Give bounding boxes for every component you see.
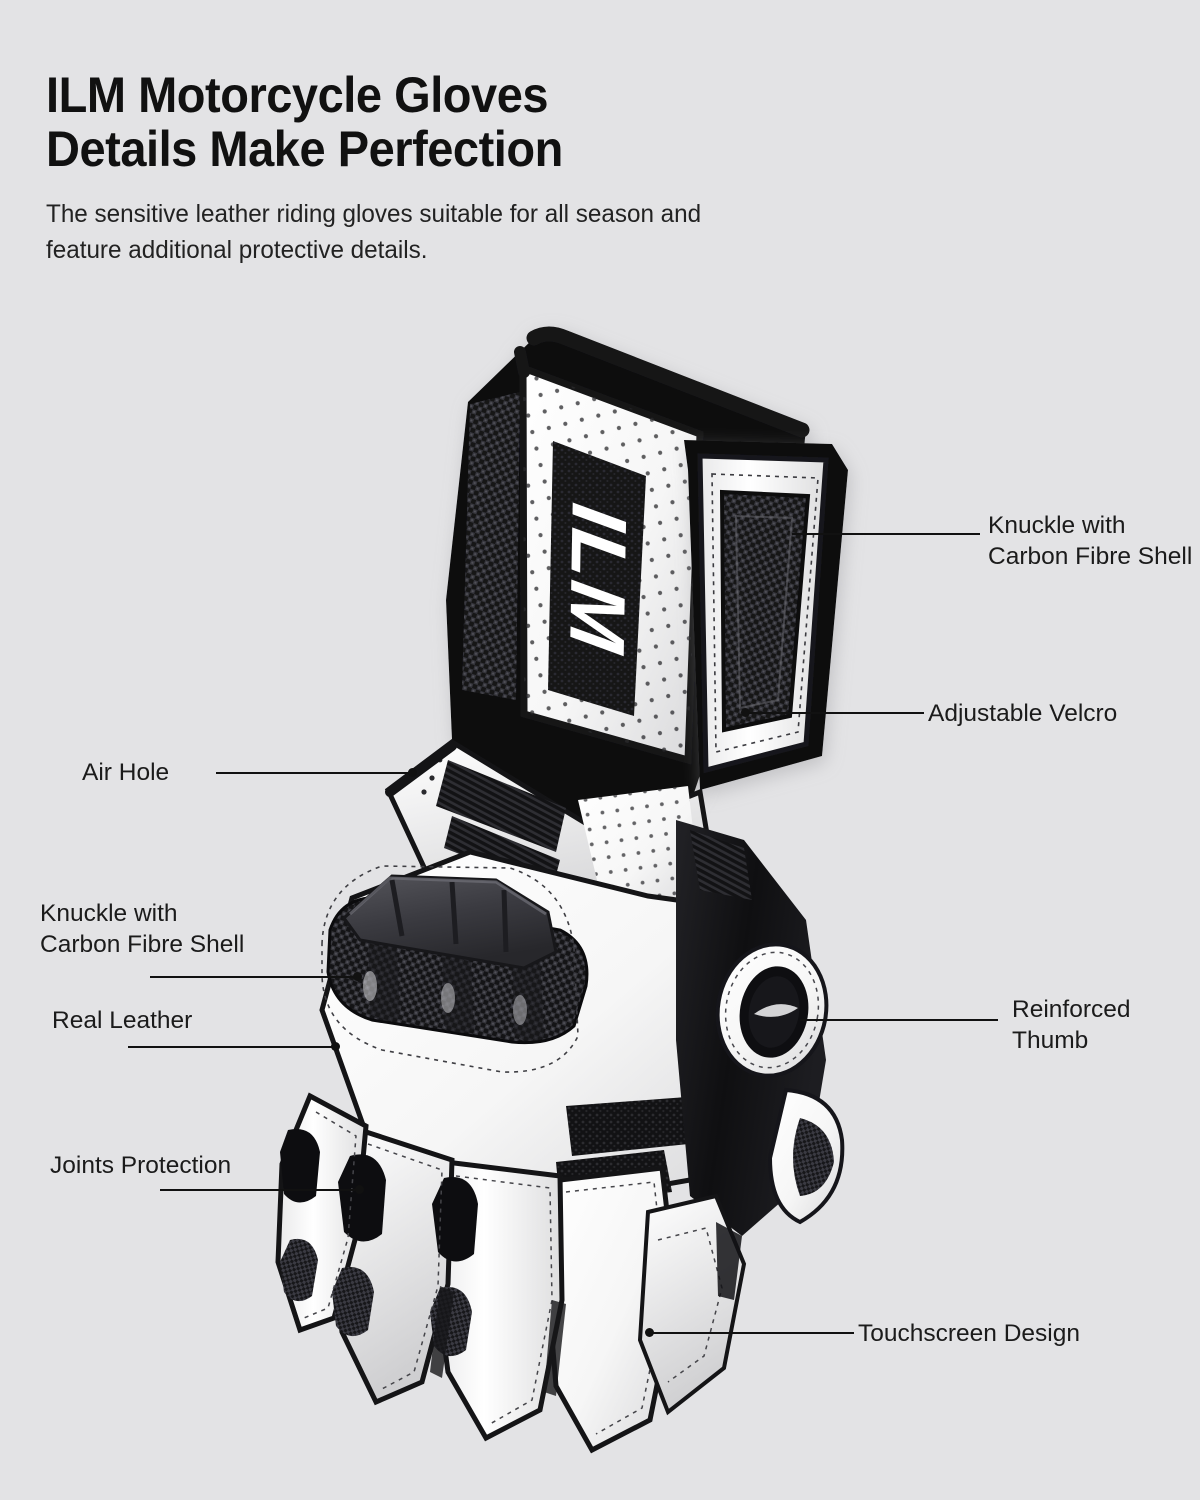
leader-line-reinforced-thumb xyxy=(800,1019,998,1021)
callout-air-hole: Air Hole xyxy=(82,757,169,788)
cuff-carbon-panel xyxy=(462,392,520,700)
air-hole-dot xyxy=(421,789,427,795)
leader-line-adjustable-velcro xyxy=(748,712,924,714)
joints-protection-inserts xyxy=(280,1128,478,1357)
callout-label: Adjustable Velcro xyxy=(928,698,1117,729)
header: ILM Motorcycle Gloves Details Make Perfe… xyxy=(46,68,1046,269)
callout-label: Knuckle with Carbon Fibre Shell xyxy=(988,510,1192,573)
thumb-rib-panel xyxy=(690,830,752,900)
hand-black-gusset xyxy=(566,1096,708,1156)
page-subtitle: The sensitive leather riding gloves suit… xyxy=(46,196,1016,269)
svg-text:ILM: ILM xyxy=(553,498,643,659)
velcro-carbon-highlight xyxy=(734,514,794,710)
adjustable-velcro-flap xyxy=(684,440,848,790)
callout-label-line-1: Knuckle with xyxy=(988,512,1126,539)
leader-dot-real-leather xyxy=(331,1042,340,1051)
callout-touchscreen-design: Touchscreen Design xyxy=(858,1318,1080,1349)
callout-label-line-1: Air Hole xyxy=(82,759,170,786)
velcro-stitching xyxy=(711,473,819,754)
ilm-badge-panel xyxy=(548,441,646,716)
glove-palm-edge xyxy=(637,1193,747,1416)
leader-line-real-leather xyxy=(128,1046,336,1048)
glove-thumb xyxy=(676,820,845,1236)
callout-label-line-2: Thumb xyxy=(1012,1027,1089,1055)
touchscreen-fingertip xyxy=(637,1193,747,1416)
callout-label-line-1: Reinforced xyxy=(1012,996,1131,1023)
leader-dot-touchscreen-design xyxy=(645,1328,654,1337)
fingertip-edge-shadow xyxy=(716,1222,742,1300)
leader-dot-knuckle-carbon-left xyxy=(353,972,362,981)
callout-label: Reinforced Thumb xyxy=(1012,994,1130,1057)
leader-dot-joints-protection xyxy=(355,1185,364,1194)
thumb-tip-carbon xyxy=(793,1118,834,1196)
callout-joints-protection: Joints Protection xyxy=(50,1150,231,1181)
finger-gap xyxy=(544,1300,566,1396)
page-title: ILM Motorcycle Gloves Details Make Perfe… xyxy=(46,68,986,176)
page-subtitle-line-1: The sensitive leather riding gloves suit… xyxy=(46,200,702,228)
cuff-top-piping xyxy=(526,326,810,438)
callout-label-line-1: Adjustable Velcro xyxy=(928,700,1118,727)
callout-label: Joints Protection xyxy=(50,1150,231,1181)
wrist-elastic-band xyxy=(436,760,566,852)
page-title-line-1: ILM Motorcycle Gloves xyxy=(46,67,549,123)
leader-line-knuckle-carbon-right xyxy=(792,533,980,535)
callout-label: Knuckle with Carbon Fibre Shell xyxy=(40,898,244,961)
page-title-line-2: Details Make Perfection xyxy=(46,121,563,177)
callout-label: Touchscreen Design xyxy=(858,1318,1080,1349)
callout-knuckle-carbon-right: Knuckle with Carbon Fibre Shell xyxy=(988,510,1192,573)
callout-label: Real Leather xyxy=(52,1005,192,1036)
knuckle-tpu-plate xyxy=(341,874,558,970)
callout-label-line-1: Real Leather xyxy=(52,1007,193,1034)
page-subtitle-line-2: feature additional protective details. xyxy=(46,236,428,265)
callout-reinforced-thumb: Reinforced Thumb xyxy=(1012,994,1130,1057)
thumb-tip xyxy=(767,1087,845,1225)
leader-line-air-hole xyxy=(216,772,412,774)
callout-adjustable-velcro: Adjustable Velcro xyxy=(928,698,1117,729)
reinforced-thumb-patch xyxy=(715,942,829,1078)
callout-label: Air Hole xyxy=(82,757,169,788)
cuff-corner-piping xyxy=(514,346,530,378)
callout-real-leather: Real Leather xyxy=(52,1005,192,1036)
callout-label-line-1: Joints Protection xyxy=(50,1152,232,1179)
ilm-logo: ILM xyxy=(553,498,643,659)
leader-dot-adjustable-velcro xyxy=(741,708,750,717)
callout-label-line-1: Knuckle with xyxy=(40,900,178,927)
glove-fingers xyxy=(275,1092,679,1454)
velcro-carbon-window xyxy=(719,489,811,733)
finger-gap xyxy=(430,1286,454,1378)
thumb-stitching xyxy=(724,951,820,1069)
leader-line-joints-protection xyxy=(160,1189,360,1191)
leader-line-knuckle-carbon-left xyxy=(150,976,358,978)
wrist-edge-piping xyxy=(385,741,457,797)
callout-knuckle-carbon-left: Knuckle with Carbon Fibre Shell xyxy=(40,898,244,961)
leader-dot-air-hole xyxy=(408,768,417,777)
thumb-insert-highlight xyxy=(754,1004,798,1017)
air-hole-dot xyxy=(429,775,435,781)
callout-label-line-2: Carbon Fibre Shell xyxy=(988,543,1193,571)
leader-line-touchscreen-design xyxy=(652,1332,854,1334)
callout-label-line-1: Touchscreen Design xyxy=(858,1320,1080,1347)
callout-label-line-2: Carbon Fibre Shell xyxy=(40,931,245,959)
